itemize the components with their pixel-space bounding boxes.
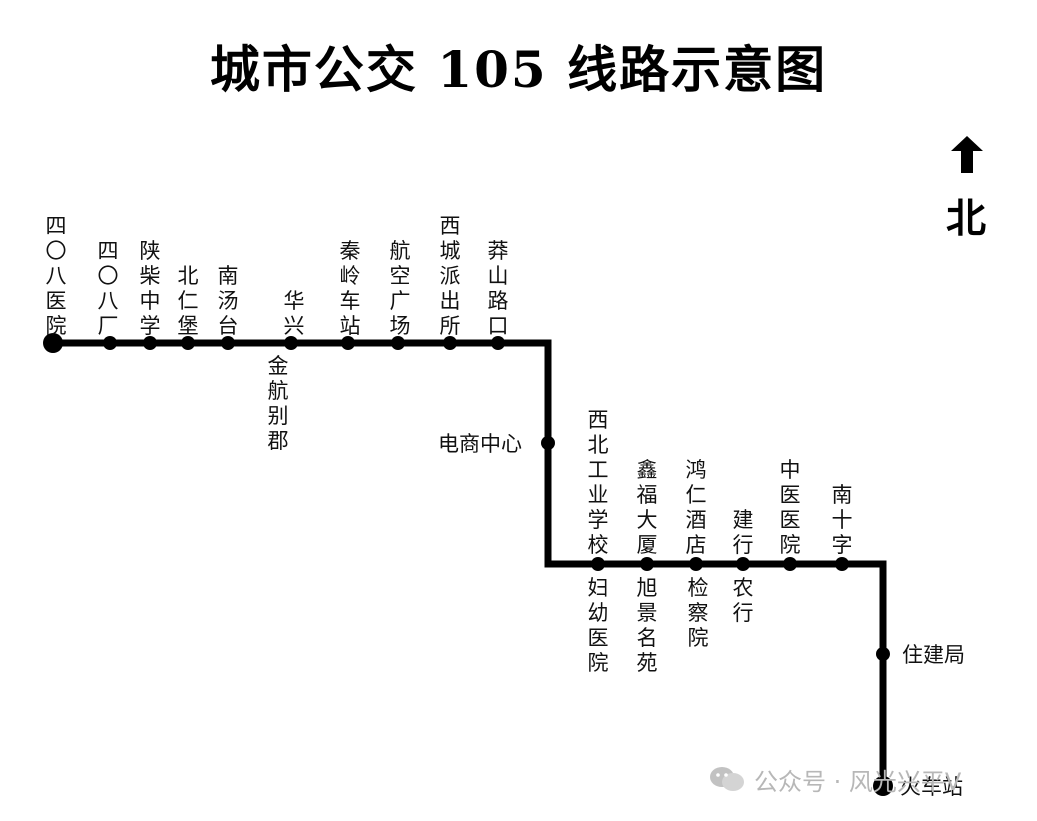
stop-marker-s6[interactable] [284, 336, 298, 350]
stop-label-s12: 西北工业学校 [588, 408, 609, 557]
stop-marker-s13[interactable] [640, 557, 654, 571]
stop-label-s6: 华兴 [284, 289, 305, 338]
stop-label-s10: 莽山路口 [488, 239, 509, 338]
stop-marker-s18[interactable] [876, 647, 890, 661]
stop-label-s12-alt: 妇幼医院 [588, 576, 609, 675]
stop-marker-s10[interactable] [491, 336, 505, 350]
route-line [53, 339, 887, 786]
stop-label-s13: 鑫福大厦 [637, 458, 658, 557]
stop-label-s13-alt: 旭景名苑 [637, 576, 658, 675]
watermark-text: 公众号 · 风光兴平V [754, 768, 962, 796]
stop-label-s4: 北仁堡 [178, 264, 199, 338]
north-label: 北 [946, 195, 986, 242]
stop-label-s14: 鸿仁酒店 [686, 458, 707, 557]
stop-marker-s5[interactable] [221, 336, 235, 350]
stop-marker-s8[interactable] [391, 336, 405, 350]
stop-label-s19: 火车站 [900, 775, 963, 799]
stop-marker-s2[interactable] [103, 336, 117, 350]
stop-marker-s11[interactable] [541, 436, 555, 450]
stop-marker-s17[interactable] [835, 557, 849, 571]
stop-marker-s3[interactable] [143, 336, 157, 350]
stop-label-s7: 秦岭车站 [340, 239, 361, 338]
stop-marker-s15[interactable] [736, 557, 750, 571]
stop-marker-s16[interactable] [783, 557, 797, 571]
stop-marker-s1[interactable] [43, 333, 63, 353]
stop-label-s8: 航空广场 [390, 239, 411, 338]
map-title: 城市公交 105 线路示意图 [209, 40, 828, 99]
stop-marker-s14[interactable] [689, 557, 703, 571]
stop-label-s5: 南汤台 [218, 264, 239, 338]
stop-label-s9: 西城派出所 [440, 214, 461, 338]
north-arrow-icon [951, 136, 983, 173]
stop-label-s11: 电商中心 [438, 432, 522, 456]
stop-label-s2: 四〇八厂 [98, 239, 119, 338]
stop-marker-s9[interactable] [443, 336, 457, 350]
stop-marker-s4[interactable] [181, 336, 195, 350]
stop-marker-s7[interactable] [341, 336, 355, 350]
stop-label-s17: 南十字 [832, 483, 853, 557]
stop-label-s1: 四〇八医院 [46, 214, 67, 338]
stop-label-s16: 中医医院 [780, 458, 801, 557]
stop-label-s3: 陕柴中学 [140, 239, 161, 338]
stop-label-s15-alt: 农行 [733, 576, 754, 625]
wechat-icon [710, 767, 744, 791]
stop-marker-s19[interactable] [873, 776, 893, 796]
stop-label-s14-alt: 检察院 [688, 576, 709, 650]
stop-marker-s12[interactable] [591, 557, 605, 571]
stop-label-s15: 建行 [733, 508, 754, 557]
stop-label-s6-alt: 金航别郡 [268, 354, 289, 453]
stop-label-s18: 住建局 [902, 643, 965, 667]
